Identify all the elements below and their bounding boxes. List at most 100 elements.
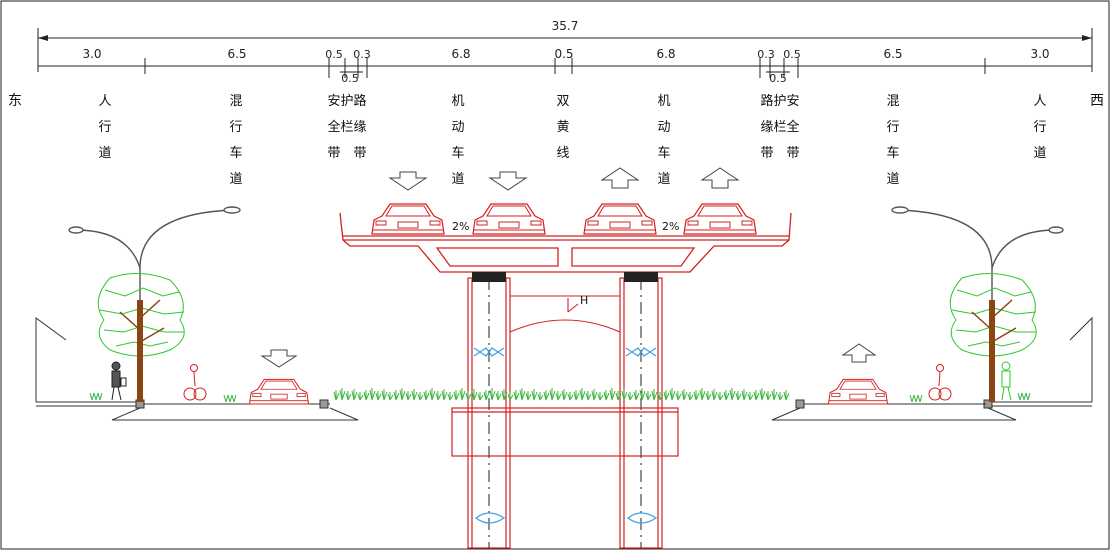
grass-tuft <box>585 391 592 401</box>
grass-tuft <box>471 389 478 401</box>
grass-tuft <box>597 392 604 401</box>
lane-label-char: 行 <box>229 120 242 135</box>
grass-tuft <box>423 390 430 401</box>
grass-tuft <box>669 388 676 401</box>
grass-tuft <box>729 388 736 401</box>
lane-label-char: 行 <box>98 120 111 135</box>
street-lamp-right <box>891 206 1064 402</box>
lane-label-char: 人 <box>1033 94 1046 109</box>
lane-label-char: 安 <box>786 94 799 109</box>
grass-tuft <box>747 392 754 401</box>
grass-tuft <box>759 388 766 401</box>
grass-tuft <box>1021 392 1027 401</box>
grass-tuft <box>765 391 772 401</box>
grass-tuft <box>627 392 634 401</box>
grass-tuft <box>549 388 556 401</box>
arrow-up-icon <box>841 343 877 363</box>
grass-tuft <box>591 389 598 401</box>
grass-tuft <box>1025 392 1031 401</box>
grass-tuft <box>417 392 424 401</box>
dim-segment-guard-left: 0.5 <box>341 72 359 85</box>
grass-tuft <box>687 392 694 401</box>
grass-tuft <box>741 389 748 401</box>
lane-label-char: 道 <box>229 172 242 187</box>
grass-tuft <box>435 391 442 401</box>
grass-tuft <box>753 390 760 401</box>
grass-tuft <box>681 389 688 401</box>
grass-tuft <box>357 392 364 401</box>
grass-tuft <box>387 392 394 401</box>
cyclist-icon-left <box>183 364 207 401</box>
grass-tuft <box>333 390 340 401</box>
dim-segment-curb-right: 0.3 <box>757 48 775 61</box>
grass-tuft <box>231 394 237 403</box>
grass-tuft <box>393 390 400 401</box>
car-icon <box>371 203 445 235</box>
grass-tuft <box>615 391 622 401</box>
lane-label-guard-left: 护栏 <box>340 94 353 135</box>
lane-label-char: 车 <box>657 145 670 161</box>
lane-label-char: 机 <box>657 94 670 109</box>
lane-label-char: 道 <box>451 172 464 187</box>
traffic-arrows <box>260 167 877 368</box>
lane-label-char: 带 <box>353 146 366 161</box>
lane-label-double-yellow: 双黄线 <box>556 94 569 161</box>
arrow-down-icon <box>388 171 428 191</box>
buildings <box>35 316 1093 402</box>
lane-label-char: 车 <box>886 145 899 161</box>
arrow-up-icon <box>700 167 740 189</box>
grass-tuft <box>93 392 99 401</box>
dim-segment-mixed-left: 6.5 <box>227 47 246 61</box>
ground-left <box>36 399 359 421</box>
grass-tuft <box>639 388 646 401</box>
grass-tuft <box>711 389 718 401</box>
car-icon <box>827 378 889 405</box>
lane-label-char: 道 <box>1033 146 1046 161</box>
dim-segment-curb-left: 0.3 <box>353 48 371 61</box>
cyclist-icon-right <box>928 364 952 401</box>
grass-tuft <box>513 390 520 401</box>
lane-label-curb-left: 路缘带 <box>353 93 366 161</box>
dim-segment-motor-right: 6.8 <box>656 47 675 61</box>
lane-label-safety-left: 安全带 <box>327 94 340 161</box>
grass-tuft <box>561 389 568 401</box>
lane-label-sidewalk-right: 人行道 <box>1033 94 1046 161</box>
lane-label-char: 栏 <box>340 120 353 135</box>
grass-tuft <box>917 394 923 403</box>
lane-label-char: 混 <box>886 94 899 109</box>
cross-beam <box>509 295 621 333</box>
lane-label-char: 动 <box>657 120 670 135</box>
grass-tuft <box>483 390 490 401</box>
lane-label-char: 车 <box>451 145 464 161</box>
dim-segment-safety-left: 0.5 <box>325 48 343 61</box>
arrow-down-icon <box>488 171 528 191</box>
lane-label-char: 道 <box>657 172 670 187</box>
grass-tuft <box>441 389 448 401</box>
grass-tuft <box>645 391 652 401</box>
pedestrian-icon-right <box>1001 361 1012 401</box>
grass-tuft <box>633 390 640 401</box>
lane-label-char: 护 <box>773 94 786 109</box>
ground-right <box>771 399 1092 421</box>
car-icon <box>683 203 757 235</box>
grass-tuft <box>603 390 610 401</box>
tree-right <box>949 273 1037 402</box>
lane-label-char: 道 <box>886 172 899 187</box>
tree-left <box>97 273 185 402</box>
lane-label-char: 安 <box>327 94 340 109</box>
lane-label-curb-right: 路缘带 <box>760 93 773 161</box>
lane-label-char: 带 <box>786 146 799 161</box>
lane-label-char: 黄 <box>556 120 569 135</box>
bridge-deck <box>339 212 792 273</box>
grass-tuft <box>699 388 706 401</box>
dimension-arrows <box>38 35 1092 41</box>
foundation-cap <box>451 407 679 457</box>
grass-tuft <box>351 389 358 401</box>
grass-tuft <box>913 394 919 403</box>
pier-breaks <box>473 347 658 524</box>
grass-tuft <box>369 388 376 401</box>
lane-label-char: 机 <box>451 94 464 109</box>
grass-tuft <box>675 391 682 401</box>
